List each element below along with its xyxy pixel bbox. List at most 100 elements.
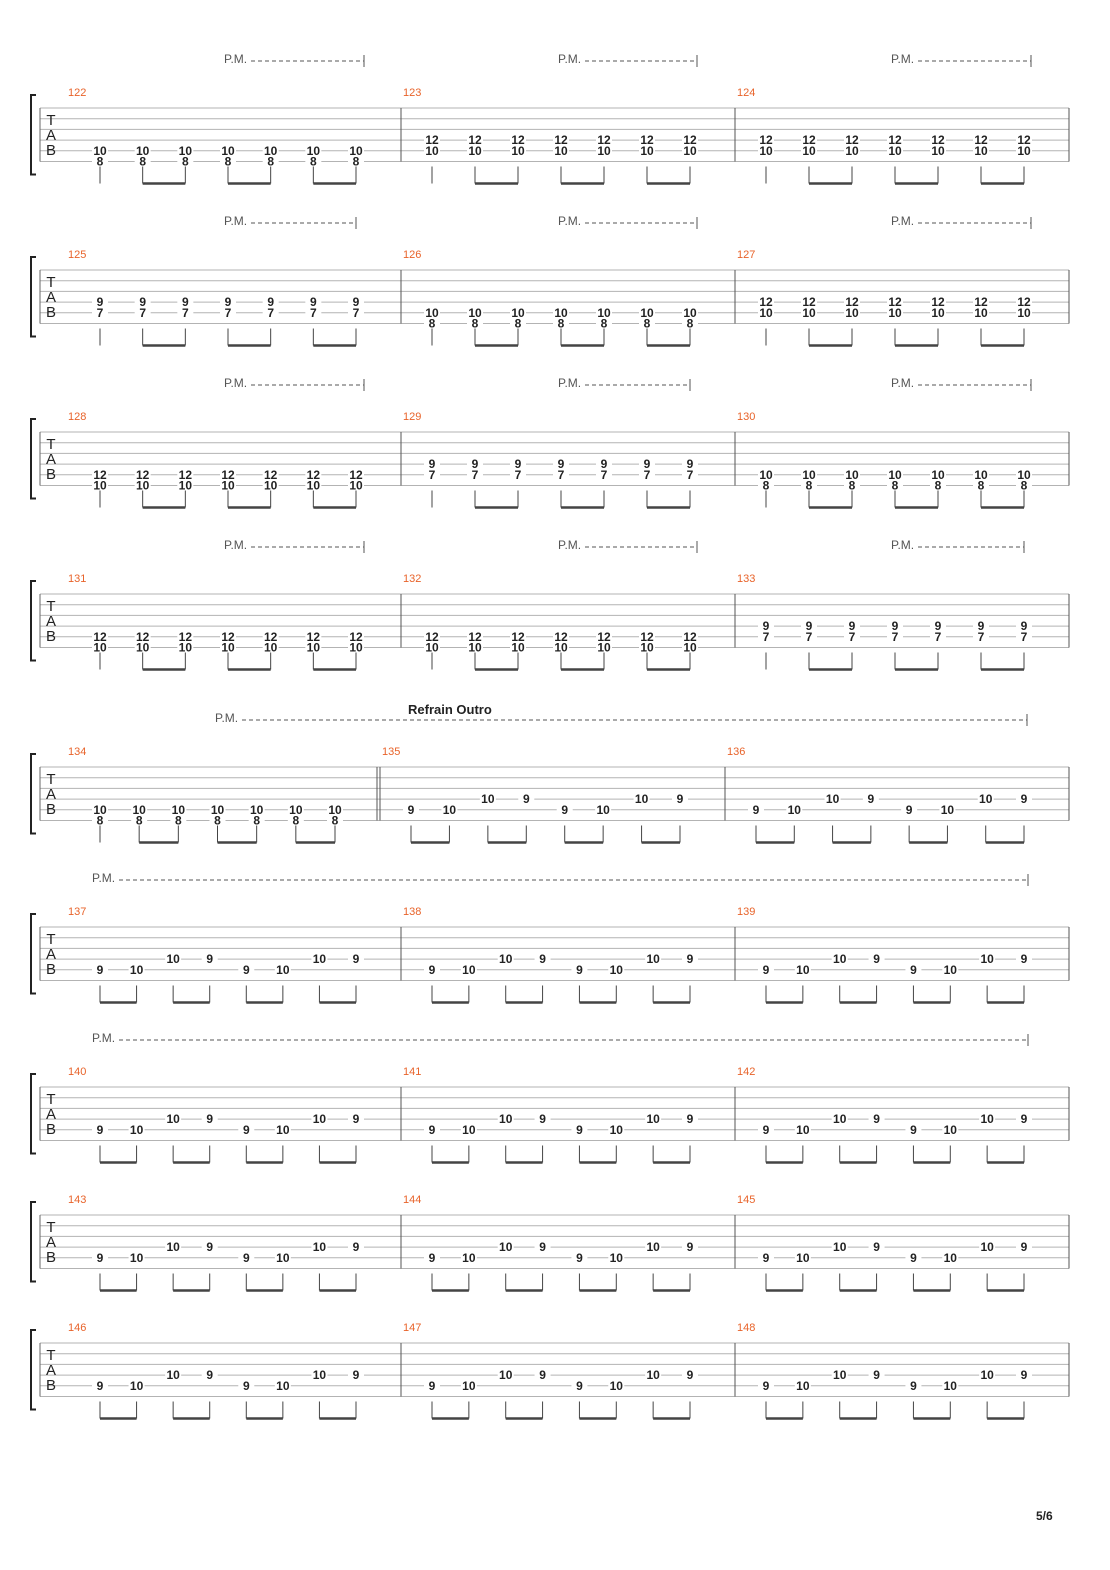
- fret-number: 8: [332, 814, 339, 828]
- fret-number: 12: [974, 133, 988, 147]
- fret-number: 9: [677, 792, 684, 806]
- tab-clef-letter: T: [46, 1347, 55, 1364]
- fret-number: 9: [910, 1379, 917, 1393]
- fret-background: [209, 803, 226, 815]
- fret-background: [134, 306, 151, 318]
- fret-number: 9: [182, 295, 189, 309]
- fret-number: 10: [511, 144, 525, 158]
- fret-background: [177, 306, 194, 318]
- fret-background: [639, 134, 655, 146]
- fret-background: [424, 458, 440, 470]
- fret-number: 8: [978, 479, 985, 493]
- fret-number: 7: [267, 306, 274, 320]
- fret-background: [348, 1369, 364, 1381]
- fret-number: 12: [931, 295, 945, 309]
- fret-number: 12: [845, 295, 859, 309]
- fret-background: [177, 296, 194, 308]
- tab-clef-letter: T: [46, 112, 55, 129]
- fret-number: 10: [349, 641, 363, 655]
- fret-background: [201, 1241, 218, 1253]
- fret-number: 9: [472, 457, 479, 471]
- measure-number: 138: [403, 906, 421, 918]
- fret-background: [262, 641, 279, 653]
- fret-background: [887, 296, 903, 308]
- fret-background: [794, 963, 811, 975]
- fret-background: [348, 306, 364, 318]
- fret-number: 10: [597, 641, 611, 655]
- tab-clef-letter: B: [46, 961, 56, 978]
- fret-number: 10: [845, 144, 859, 158]
- fret-background: [92, 1379, 108, 1391]
- fret-number: 9: [753, 803, 760, 817]
- fret-number: 10: [635, 792, 649, 806]
- fret-number: 10: [759, 306, 773, 320]
- measure-number: 126: [403, 249, 421, 261]
- fret-number: 10: [93, 641, 107, 655]
- fret-number: 10: [166, 952, 180, 966]
- fret-background: [510, 630, 526, 642]
- fret-number: 10: [597, 144, 611, 158]
- fret-number: 12: [264, 468, 278, 482]
- fret-background: [92, 155, 108, 167]
- tab-clef-letter: A: [46, 451, 56, 468]
- fret-number: 10: [511, 306, 525, 320]
- tab-clef-letter: T: [46, 771, 55, 788]
- fret-number: 12: [511, 133, 525, 147]
- fret-background: [518, 793, 535, 805]
- fret-background: [424, 1251, 440, 1263]
- fret-background: [424, 641, 440, 653]
- tab-clef-letter: T: [46, 436, 55, 453]
- palm-mute-label: P.M.: [891, 376, 914, 390]
- fret-number: 10: [425, 144, 439, 158]
- fret-background: [608, 1251, 625, 1263]
- tab-system: TABP.M.P.M.P.M.1221081081081081081081081…: [30, 52, 1070, 185]
- fret-number: 10: [610, 1379, 624, 1393]
- fret-background: [467, 468, 483, 480]
- fret-background: [403, 803, 419, 815]
- fret-number: 12: [468, 133, 482, 147]
- fret-background: [868, 1369, 885, 1381]
- fret-number: 12: [349, 468, 363, 482]
- fret-number: 9: [539, 952, 546, 966]
- fret-number: 12: [554, 133, 568, 147]
- fret-background: [645, 953, 662, 965]
- fret-number: 12: [597, 133, 611, 147]
- fret-background: [571, 1379, 588, 1391]
- fret-number: 9: [206, 1240, 213, 1254]
- fret-number: 12: [425, 133, 439, 147]
- fret-background: [571, 963, 588, 975]
- fret-background: [1016, 1241, 1032, 1253]
- fret-background: [844, 296, 860, 308]
- fret-number: 10: [980, 1240, 994, 1254]
- fret-background: [262, 630, 279, 642]
- fret-number: 9: [1021, 1112, 1028, 1126]
- fret-background: [682, 1241, 698, 1253]
- measure-number: 142: [737, 1066, 755, 1078]
- fret-background: [92, 1123, 108, 1135]
- fret-background: [887, 620, 903, 632]
- fret-number: 9: [763, 1379, 770, 1393]
- fret-background: [220, 306, 236, 318]
- fret-number: 8: [136, 814, 143, 828]
- fret-background: [177, 468, 194, 480]
- fret-number: 9: [310, 295, 317, 309]
- fret-background: [639, 317, 655, 329]
- fret-background: [801, 306, 817, 318]
- fret-number: 10: [276, 963, 290, 977]
- fret-background: [134, 479, 151, 491]
- fret-number: 12: [93, 630, 107, 644]
- fret-number: 9: [868, 792, 875, 806]
- fret-background: [801, 479, 817, 491]
- fret-background: [887, 468, 903, 480]
- fret-background: [887, 630, 903, 642]
- fret-background: [942, 1251, 959, 1263]
- tab-clef-letter: A: [46, 1362, 56, 1379]
- fret-background: [758, 1251, 774, 1263]
- fret-background: [165, 1369, 182, 1381]
- fret-number: 7: [687, 468, 694, 482]
- fret-background: [645, 1369, 662, 1381]
- fret-background: [92, 803, 108, 815]
